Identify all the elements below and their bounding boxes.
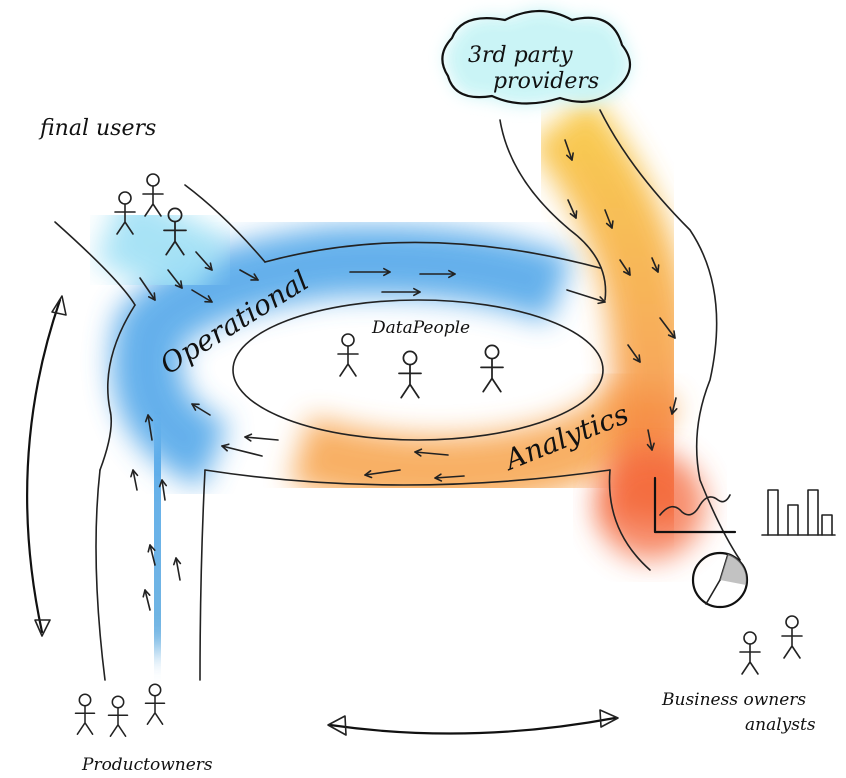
arrow-icon (144, 414, 154, 441)
arrow-icon (147, 544, 156, 566)
data-people-label: DataPeople (371, 318, 470, 338)
stick-figure-icon (480, 344, 504, 393)
flow-arrows (130, 139, 678, 611)
provider-title-line2: providers (493, 69, 599, 94)
arrow-icon (419, 269, 456, 279)
product-owners-label: Productowners (81, 755, 213, 775)
arrow-icon (244, 433, 279, 442)
arrow-icon (619, 259, 631, 276)
road-outlines (54, 109, 741, 681)
provider-title-line1: 3rd party (468, 43, 573, 68)
arrow-icon (381, 287, 421, 297)
stick-figure-icon (144, 683, 166, 725)
arrow-icon (191, 403, 211, 416)
business-owners-label: Business owners (661, 690, 806, 710)
arrow-icon (364, 469, 401, 479)
arrow-icon (627, 344, 641, 363)
arrow-icon (659, 317, 676, 339)
stick-figures (74, 173, 803, 737)
stick-figure-icon (142, 173, 164, 217)
arrow-icon (414, 448, 449, 457)
double-arrow-icon (327, 709, 619, 736)
arrow-icon (604, 209, 614, 229)
arrow-icon (564, 139, 574, 161)
arrow-icon (567, 199, 578, 219)
line-chart-icon (653, 476, 737, 534)
stick-figure-icon (114, 191, 136, 235)
arrow-icon (646, 429, 655, 451)
arrow-icon (167, 269, 183, 289)
arrow-icon (191, 289, 213, 303)
stick-figure-icon (781, 615, 803, 659)
arrow-icon (434, 473, 465, 482)
arrow-icon (139, 277, 156, 301)
stick-figure-icon (739, 631, 761, 675)
final-users-label: final users (38, 116, 156, 141)
stick-figure-icon (398, 350, 422, 399)
arrow-icon (158, 479, 168, 501)
cloud-icon (441, 10, 632, 105)
arrow-icon (239, 269, 259, 281)
stick-figure-icon (163, 207, 187, 256)
third-party-providers-cloud: 3rd party providers (441, 10, 632, 105)
arrow-icon (221, 443, 263, 457)
arrow-icon (669, 397, 678, 415)
stick-figure-icon (107, 695, 129, 737)
stick-figure-icon (74, 693, 96, 735)
arrow-icon (130, 469, 139, 491)
arrow-icon (651, 257, 660, 273)
bar-chart-icon (761, 489, 836, 536)
stick-figure-icon (337, 333, 359, 377)
pie-chart-icon (691, 551, 749, 609)
arrow-icon (195, 251, 213, 271)
arrow-icon (142, 589, 151, 611)
arrow-icon (566, 289, 606, 305)
arrow-icon (172, 557, 182, 581)
double-arrow-icon (26, 295, 67, 637)
arrow-icon (349, 267, 391, 277)
analysts-label: analysts (745, 715, 816, 735)
